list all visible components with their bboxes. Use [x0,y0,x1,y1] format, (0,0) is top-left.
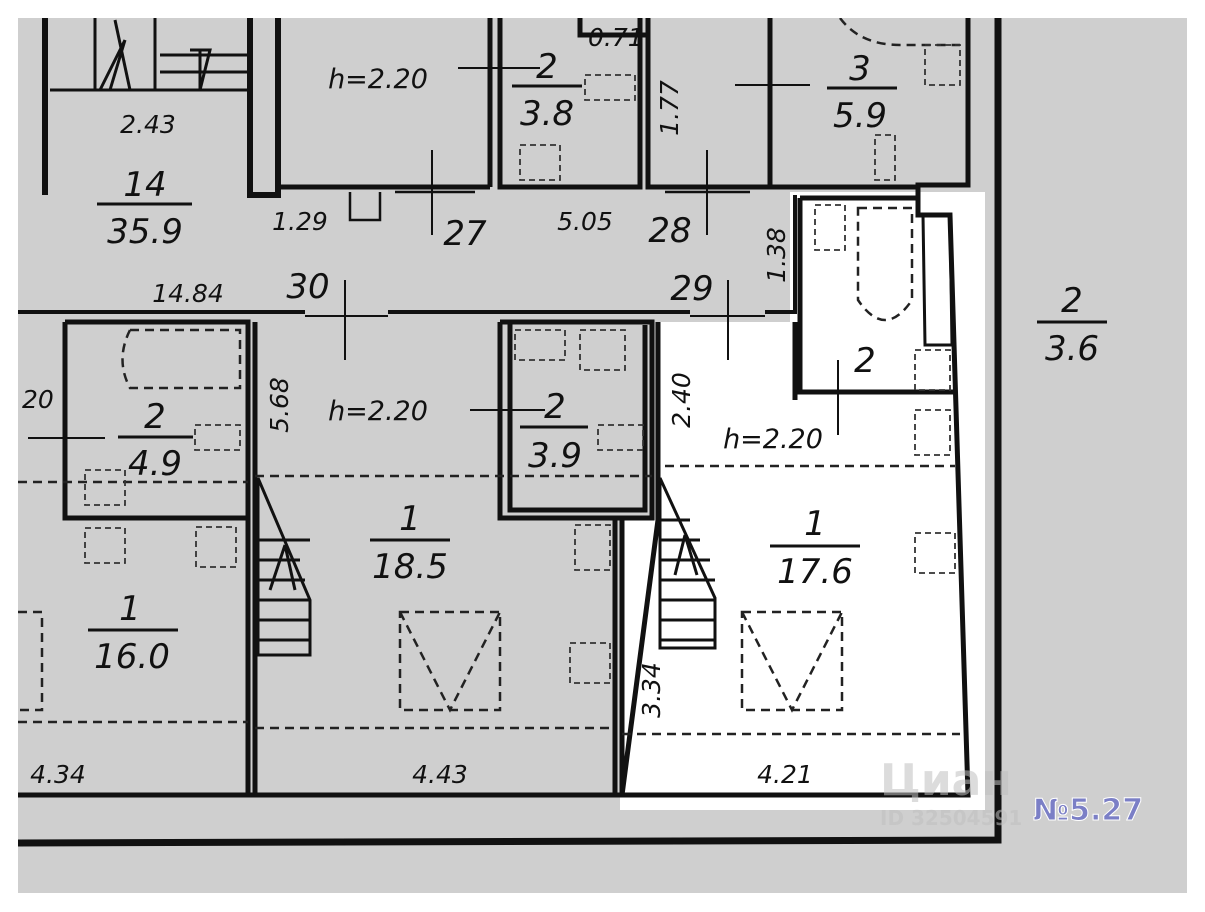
corridor-30-label: 30 [286,267,329,307]
room-14-area: 35.9 [107,212,183,252]
room-area: 16.0 [94,637,170,677]
dimension-label: 1.77 [655,80,684,136]
dimension-label: 2.40 [667,372,696,428]
dimension-label: 0.71 [588,23,644,52]
corridor-28-label: 28 [648,211,691,251]
dimension-label: 4.34 [30,760,86,789]
room-area: 3.6 [1045,329,1099,369]
room-area: 4.9 [128,444,182,484]
top-margin [0,0,1205,18]
room-number: 3 [849,49,871,89]
selected-room-area[interactable]: 17.6 [777,552,853,592]
selected-ceiling-height: h=2.20 [723,424,823,455]
room-14-number: 14 [123,165,166,205]
selected-apartment-area[interactable] [620,192,985,810]
dimension-label: 2.43 [120,110,176,139]
room-number: 2 [144,397,166,437]
dimension-label: 3.34 [637,662,666,718]
fixtures [18,17,961,736]
plan-background [18,18,1187,893]
dimension-label: 20 [22,385,54,414]
watermark-brand: Циан [880,755,1012,806]
listing-number-badge: №5.27 [1033,793,1143,828]
left-margin [0,0,18,912]
room-number: 2 [544,387,566,427]
dimension-label: 1.38 [762,227,791,283]
room-area: 3.8 [520,94,574,134]
room-area: 3.9 [528,436,582,476]
selected-bath-number: 2 [854,341,876,381]
watermark-id: ID 32504591 [880,806,1022,830]
dimension-label: 4.43 [412,760,468,789]
dimension-label: 1.29 [272,207,328,236]
corridor-27-label: 27 [443,214,487,254]
fraction-lines [88,84,1107,632]
stairs [256,477,717,657]
walls [17,18,1002,847]
room-number: 1 [119,589,141,629]
room-area: 18.5 [372,547,448,587]
dimension-label: 14.84 [152,279,224,308]
corridor-29-label: 29 [670,269,713,309]
ceiling-height-label: h=2.20 [328,64,428,95]
room-number: 1 [399,499,421,539]
selected-room-number[interactable]: 1 [804,504,826,544]
ceiling-height-label: h=2.20 [328,396,428,427]
dimension-label: 5.68 [265,377,294,433]
room-number: 2 [536,47,558,87]
room-number: 2 [1061,281,1083,321]
dimension-label: 5.05 [557,207,613,236]
dimension-label: 4.21 [757,760,813,789]
room-area: 5.9 [833,96,887,136]
